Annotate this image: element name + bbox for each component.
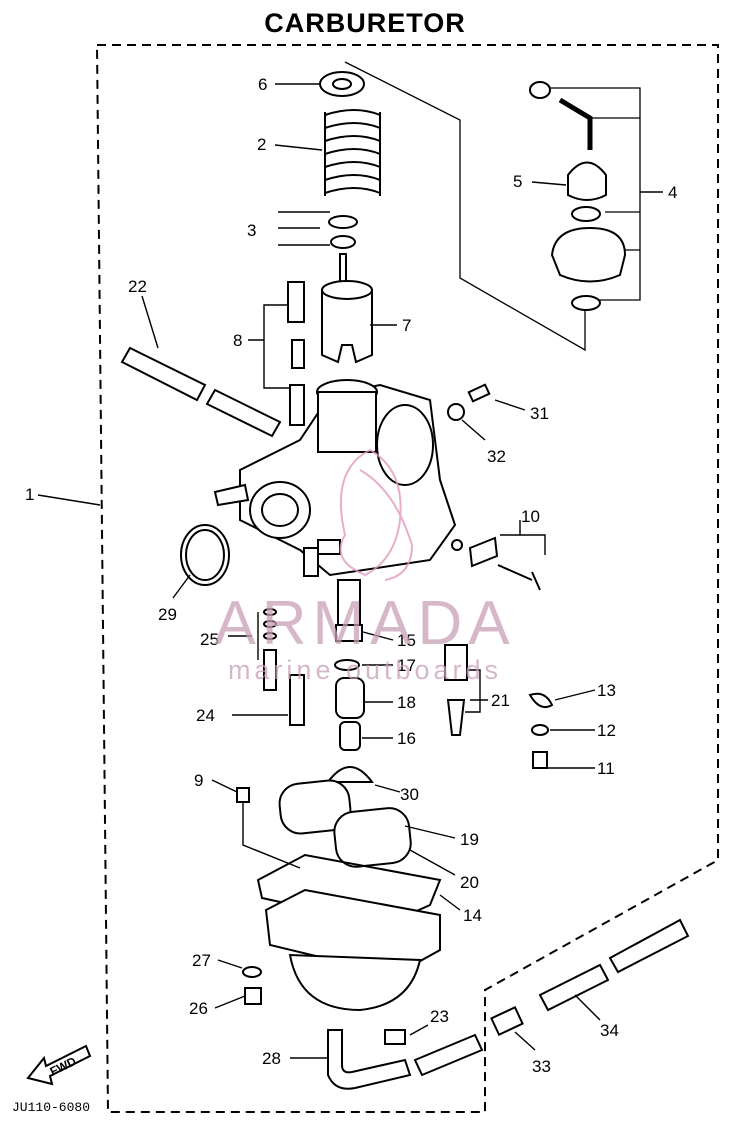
assembly-boundary xyxy=(95,44,719,1113)
callout-8[interactable]: 8 xyxy=(233,331,242,350)
part-5-cap xyxy=(567,161,607,201)
part-27-washer xyxy=(242,966,262,978)
callout-4[interactable]: 4 xyxy=(668,183,677,202)
part-32-nut xyxy=(447,403,465,421)
callout-13[interactable]: 13 xyxy=(597,681,616,700)
nut xyxy=(529,81,551,99)
part-9-screw xyxy=(236,787,250,803)
watermark-brand: ARMADA xyxy=(214,589,516,658)
callout-29[interactable]: 29 xyxy=(158,605,177,624)
watermark-logo-icon xyxy=(339,448,414,581)
part-14-gasket xyxy=(256,853,442,927)
callout-34[interactable]: 34 xyxy=(600,1021,619,1040)
callout-7[interactable]: 7 xyxy=(402,316,411,335)
part-3-clip xyxy=(328,215,358,229)
part-19-float xyxy=(278,779,352,835)
callout-28[interactable]: 28 xyxy=(262,1049,281,1068)
plunger-cap xyxy=(550,226,627,283)
carburetor-body xyxy=(213,379,457,577)
callout-20[interactable]: 20 xyxy=(460,873,479,892)
callout-16[interactable]: 16 xyxy=(397,729,416,748)
part-33-fitting xyxy=(490,1006,524,1036)
part-8-pilot-screw xyxy=(287,281,305,323)
callout-10[interactable]: 10 xyxy=(521,507,540,526)
part-24-pilot-screw xyxy=(289,674,305,726)
part-21-needle-valve xyxy=(444,644,468,681)
callout-1[interactable]: 1 xyxy=(25,485,34,504)
callout-12[interactable]: 12 xyxy=(597,721,616,740)
pilot-jet xyxy=(263,649,277,691)
callout-6[interactable]: 6 xyxy=(258,75,267,94)
callout-25[interactable]: 25 xyxy=(200,630,219,649)
callout-26[interactable]: 26 xyxy=(189,999,208,1018)
callout-23[interactable]: 23 xyxy=(430,1007,449,1026)
diagram-code: JU110-6080 xyxy=(12,1100,91,1115)
callout-21[interactable]: 21 xyxy=(491,691,510,710)
callout-22[interactable]: 22 xyxy=(128,277,147,296)
callout-3[interactable]: 3 xyxy=(247,221,256,240)
part-25-pilot-group xyxy=(263,608,277,640)
callout-30[interactable]: 30 xyxy=(400,785,419,804)
fwd-arrow-icon: FWD xyxy=(26,1044,92,1086)
part-13-clip xyxy=(528,692,554,708)
part-34-hose xyxy=(538,963,610,1012)
diagram-title: CARBURETOR xyxy=(264,8,466,38)
callout-19[interactable]: 19 xyxy=(460,830,479,849)
callout-17[interactable]: 17 xyxy=(397,656,416,675)
part-17-o-ring xyxy=(334,659,360,671)
watermark-tagline: marine outboards xyxy=(227,655,503,685)
callout-31[interactable]: 31 xyxy=(530,404,549,423)
callout-9[interactable]: 9 xyxy=(194,771,203,790)
callout-14[interactable]: 14 xyxy=(463,906,482,925)
part-11-screw xyxy=(532,751,548,769)
part-23-screw xyxy=(384,1029,406,1045)
part-31-screw xyxy=(467,383,491,403)
part-16-main-jet xyxy=(339,721,361,751)
part-30-baffle xyxy=(326,766,374,783)
part-10-stop-screw xyxy=(451,539,463,551)
part-29-o-ring xyxy=(180,524,230,586)
callout-24[interactable]: 24 xyxy=(196,706,215,725)
part-18-jet xyxy=(335,677,365,719)
part-26-drain-screw xyxy=(244,987,262,1005)
part-12-washer xyxy=(531,724,549,736)
callout-2[interactable]: 2 xyxy=(257,135,266,154)
callout-33[interactable]: 33 xyxy=(532,1057,551,1076)
callout-15[interactable]: 15 xyxy=(397,631,416,650)
clip xyxy=(571,295,601,311)
part-28-drain-hose xyxy=(327,1029,412,1090)
float-chamber xyxy=(264,888,441,977)
washer xyxy=(571,206,601,222)
part-7-throttle-valve xyxy=(321,289,373,364)
part-22-hose xyxy=(120,346,207,402)
callout-32[interactable]: 32 xyxy=(487,447,506,466)
callout-5[interactable]: 5 xyxy=(513,172,522,191)
callout-11[interactable]: 11 xyxy=(597,759,615,778)
callout-18[interactable]: 18 xyxy=(397,693,416,712)
part-2-spring xyxy=(324,109,381,196)
callout-27[interactable]: 27 xyxy=(192,951,211,970)
